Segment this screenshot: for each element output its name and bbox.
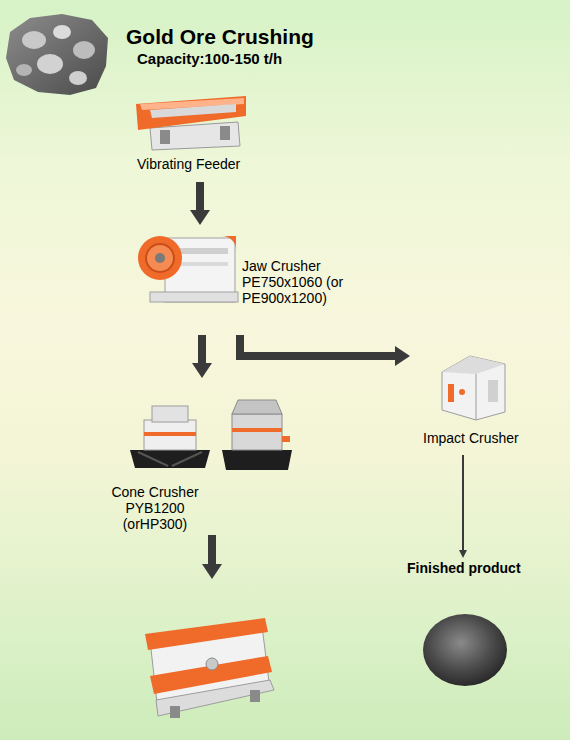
feeder-trough bbox=[136, 96, 246, 130]
flow-arrow bbox=[240, 335, 410, 366]
flow-arrow bbox=[202, 535, 222, 579]
impact-hinge bbox=[448, 384, 454, 402]
impact-panel bbox=[488, 380, 498, 402]
impact-bolt bbox=[459, 389, 465, 395]
jaw-flywheel bbox=[138, 236, 182, 280]
capacity-label: Capacity:100-150 t/h bbox=[137, 50, 282, 67]
rock-pebble bbox=[69, 71, 87, 85]
flow-arrow bbox=[190, 182, 210, 225]
feeder-spring bbox=[160, 130, 170, 144]
product-node: Finished product bbox=[400, 558, 530, 582]
node-label: Jaw Crusher PE750x1060 (or PE900x1200) bbox=[242, 258, 346, 306]
jaw-base bbox=[150, 292, 238, 302]
product-pile bbox=[423, 614, 507, 686]
jaw-flywheel-hub bbox=[146, 244, 174, 272]
impact-body bbox=[442, 356, 505, 420]
arrow-head bbox=[202, 564, 222, 579]
cone-body bbox=[232, 414, 282, 450]
arrow-head bbox=[395, 346, 410, 366]
screen-side bbox=[145, 618, 268, 650]
node-label: Finished product bbox=[407, 560, 530, 576]
rock-pebble bbox=[22, 31, 46, 49]
rock-body bbox=[6, 14, 108, 95]
impact-crusher-illustration bbox=[442, 356, 505, 420]
node-label: Impact Crusher bbox=[423, 430, 538, 446]
feeder-spring bbox=[220, 126, 230, 140]
screen-spring bbox=[250, 690, 260, 702]
screen-illustration bbox=[145, 618, 274, 718]
cone-port bbox=[282, 436, 290, 442]
impact-top bbox=[442, 356, 505, 374]
feeder-deck bbox=[150, 104, 236, 118]
screen-exciter bbox=[206, 658, 218, 670]
node-label: Vibrating Feeder bbox=[137, 156, 262, 172]
jaw-wheel-part bbox=[222, 236, 236, 250]
flow-arrow bbox=[192, 335, 212, 378]
cone-crusher-node: Cone Crusher PYB1200 (orHP300) bbox=[100, 378, 300, 538]
cone-frame bbox=[130, 450, 210, 468]
arrow-shaft bbox=[196, 182, 204, 211]
ore-rock bbox=[6, 14, 108, 95]
pile-body bbox=[423, 614, 507, 686]
arrow-shaft bbox=[208, 535, 216, 566]
arrow-head bbox=[190, 210, 210, 225]
cone-crusher-illustration bbox=[130, 400, 292, 470]
rock-pebble bbox=[73, 41, 95, 59]
jaw-crusher-illustration bbox=[138, 236, 238, 302]
screen-spring bbox=[170, 706, 180, 718]
cone-top bbox=[232, 400, 282, 414]
cone-brace bbox=[172, 452, 202, 466]
arrow-shaft bbox=[198, 335, 206, 364]
cone-hopper bbox=[152, 406, 188, 422]
diagram-title: Gold Ore Crushing bbox=[126, 25, 314, 49]
rock-pebble bbox=[37, 54, 63, 74]
cone-band bbox=[144, 432, 196, 436]
cone-frame bbox=[222, 450, 292, 470]
arrow-head bbox=[192, 363, 212, 378]
cone-band bbox=[232, 428, 282, 432]
rock-pebble bbox=[16, 64, 32, 76]
jaw-axle bbox=[155, 253, 165, 263]
flow-arrow bbox=[459, 455, 467, 558]
impact-crusher-node: Impact Crusher bbox=[410, 345, 540, 455]
cone-body bbox=[144, 420, 196, 450]
feeder-illustration bbox=[136, 96, 246, 150]
node-label: Cone Crusher PYB1200 (orHP300) bbox=[103, 484, 207, 532]
feeder-node: Vibrating Feeder bbox=[128, 92, 263, 182]
jaw-crusher-node: Jaw Crusher PE750x1060 (or PE900x1200) bbox=[135, 225, 375, 335]
cone-brace bbox=[138, 452, 168, 466]
arrow-shaft bbox=[240, 335, 396, 356]
arrow-head bbox=[459, 550, 467, 558]
rock-pebble bbox=[53, 25, 71, 39]
impact-edge bbox=[476, 374, 477, 420]
arrow-shaft bbox=[462, 455, 464, 551]
